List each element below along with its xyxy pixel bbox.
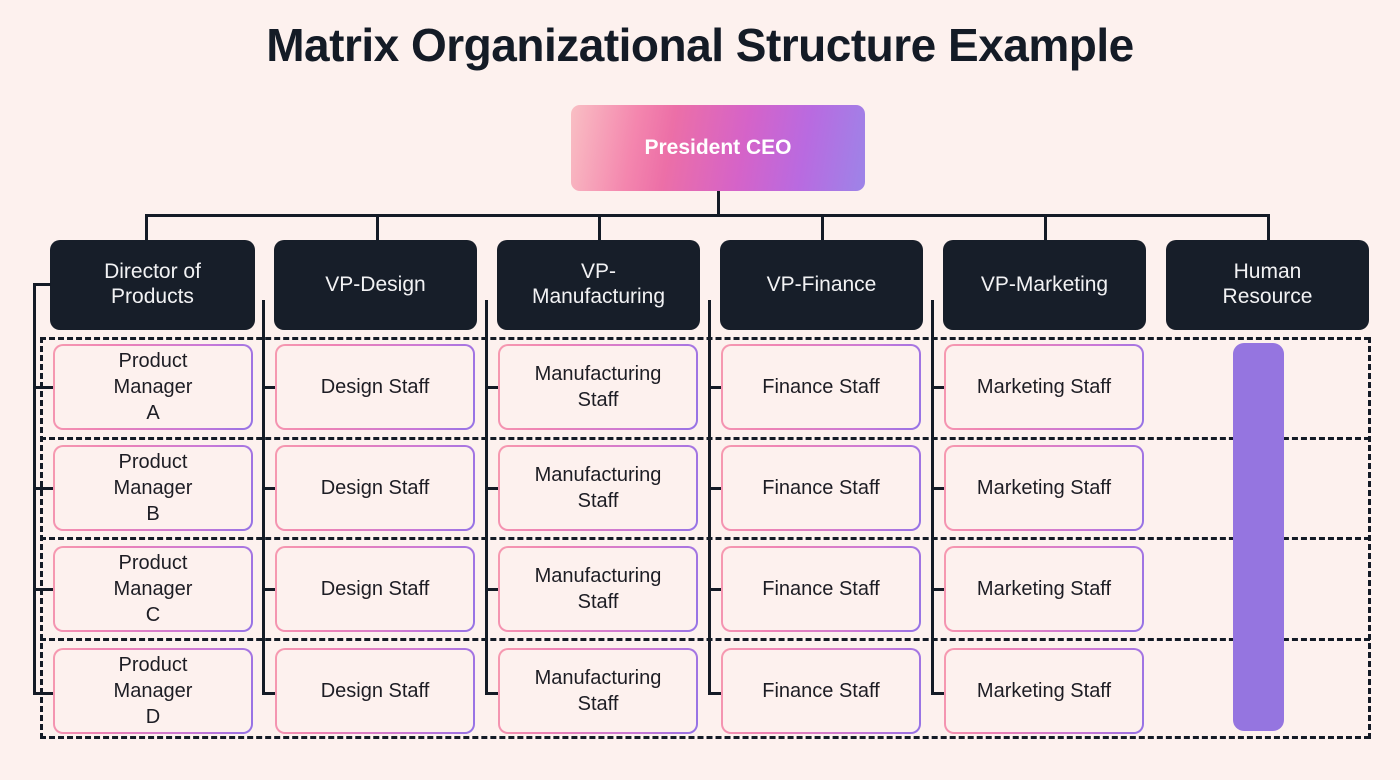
node-vp-marketing-label: VP-Marketing bbox=[980, 272, 1109, 296]
trunk-col-4 bbox=[708, 300, 711, 695]
cell-r4-c1-label: Product Manager D bbox=[55, 650, 251, 732]
connector-drop-2 bbox=[376, 214, 379, 242]
cell-r3-c3-label: Manufacturing Staff bbox=[500, 548, 696, 630]
cell-r3-c4-label: Finance Staff bbox=[723, 548, 919, 630]
stub-col-5-row-3 bbox=[931, 588, 949, 591]
connector-drop-1 bbox=[145, 214, 148, 242]
cell-r4-c1[interactable]: Product Manager D bbox=[53, 648, 253, 734]
trunk-col-2 bbox=[262, 300, 265, 695]
matrix-gridline-h-0 bbox=[40, 337, 1370, 340]
trunk-col-5 bbox=[931, 300, 934, 695]
human-resource-span-bar bbox=[1233, 343, 1284, 731]
node-vp-design[interactable]: VP-Design bbox=[274, 240, 477, 330]
cell-r3-c5[interactable]: Marketing Staff bbox=[944, 546, 1144, 632]
cell-r4-c4[interactable]: Finance Staff bbox=[721, 648, 921, 734]
cell-r1-c5[interactable]: Marketing Staff bbox=[944, 344, 1144, 430]
stub-col-4-row-3 bbox=[708, 588, 726, 591]
cell-r4-c3[interactable]: Manufacturing Staff bbox=[498, 648, 698, 734]
cell-r2-c4-label: Finance Staff bbox=[723, 447, 919, 529]
cell-r1-c2[interactable]: Design Staff bbox=[275, 344, 475, 430]
stub-col-1-row-3 bbox=[33, 588, 55, 591]
stub-col-1-row-1 bbox=[33, 386, 55, 389]
stub-col-5-row-1 bbox=[931, 386, 949, 389]
matrix-gridline-v-right bbox=[1368, 337, 1371, 739]
cell-r3-c2-label: Design Staff bbox=[277, 548, 473, 630]
connector-drop-3 bbox=[598, 214, 601, 242]
cell-r2-c1-label: Product Manager B bbox=[55, 447, 251, 529]
cell-r2-c5-label: Marketing Staff bbox=[946, 447, 1142, 529]
cell-r2-c5[interactable]: Marketing Staff bbox=[944, 445, 1144, 531]
stub-col-5-row-4 bbox=[931, 692, 949, 695]
cell-r4-c3-label: Manufacturing Staff bbox=[500, 650, 696, 732]
stub-col-3-row-3 bbox=[485, 588, 503, 591]
cell-r4-c5-label: Marketing Staff bbox=[946, 650, 1142, 732]
connector-department-bus bbox=[145, 214, 1270, 217]
cell-r2-c4[interactable]: Finance Staff bbox=[721, 445, 921, 531]
stub-col-3-row-1 bbox=[485, 386, 503, 389]
cell-r3-c4[interactable]: Finance Staff bbox=[721, 546, 921, 632]
cell-r1-c1-label: Product Manager A bbox=[55, 346, 251, 428]
stub-col-3-row-2 bbox=[485, 487, 503, 490]
node-president-ceo-label: President CEO bbox=[644, 136, 792, 159]
cell-r1-c1[interactable]: Product Manager A bbox=[53, 344, 253, 430]
cell-r1-c2-label: Design Staff bbox=[277, 346, 473, 428]
node-vp-manufacturing-label: VP- Manufacturing bbox=[531, 260, 666, 308]
stub-col-4-row-2 bbox=[708, 487, 726, 490]
node-vp-design-label: VP-Design bbox=[325, 272, 426, 296]
stub-col-2-row-4 bbox=[262, 692, 280, 695]
node-human-resource[interactable]: Human Resource bbox=[1166, 240, 1369, 330]
node-vp-finance[interactable]: VP-Finance bbox=[720, 240, 923, 330]
stub-col-4-row-4 bbox=[708, 692, 726, 695]
cell-r1-c4-label: Finance Staff bbox=[723, 346, 919, 428]
cell-r1-c3-label: Manufacturing Staff bbox=[500, 346, 696, 428]
matrix-gridline-h-1 bbox=[40, 437, 1370, 440]
matrix-gridline-h-3 bbox=[40, 638, 1370, 641]
connector-drop-5 bbox=[1044, 214, 1047, 242]
stub-col-3-row-4 bbox=[485, 692, 503, 695]
cell-r4-c2-label: Design Staff bbox=[277, 650, 473, 732]
cell-r2-c2-label: Design Staff bbox=[277, 447, 473, 529]
matrix-gridline-h-4 bbox=[40, 736, 1370, 739]
cell-r1-c3[interactable]: Manufacturing Staff bbox=[498, 344, 698, 430]
matrix-gridline-h-2 bbox=[40, 537, 1370, 540]
stub-col-4-row-1 bbox=[708, 386, 726, 389]
connector-ceo-stem bbox=[717, 191, 720, 216]
node-director-of-products-label: Director of Products bbox=[104, 260, 201, 308]
stub-col-1-row-2 bbox=[33, 487, 55, 490]
stub-col-2-row-3 bbox=[262, 588, 280, 591]
node-vp-manufacturing[interactable]: VP- Manufacturing bbox=[497, 240, 700, 330]
cell-r1-c4[interactable]: Finance Staff bbox=[721, 344, 921, 430]
page-title: Matrix Organizational Structure Example bbox=[266, 19, 1134, 71]
node-director-of-products[interactable]: Director of Products bbox=[50, 240, 255, 330]
cell-r2-c2[interactable]: Design Staff bbox=[275, 445, 475, 531]
node-president-ceo[interactable]: President CEO bbox=[571, 105, 865, 191]
cell-r2-c3-label: Manufacturing Staff bbox=[500, 447, 696, 529]
trunk-col-3 bbox=[485, 300, 488, 695]
cell-r3-c3[interactable]: Manufacturing Staff bbox=[498, 546, 698, 632]
node-vp-marketing[interactable]: VP-Marketing bbox=[943, 240, 1146, 330]
cell-r4-c4-label: Finance Staff bbox=[723, 650, 919, 732]
cell-r4-c2[interactable]: Design Staff bbox=[275, 648, 475, 734]
connector-drop-4 bbox=[821, 214, 824, 242]
cell-r3-c1-label: Product Manager C bbox=[55, 548, 251, 630]
cell-r3-c2[interactable]: Design Staff bbox=[275, 546, 475, 632]
stub-col-2-row-2 bbox=[262, 487, 280, 490]
cell-r2-c1[interactable]: Product Manager B bbox=[53, 445, 253, 531]
trunk-col-1-top bbox=[33, 283, 51, 286]
stub-col-2-row-1 bbox=[262, 386, 280, 389]
stub-col-5-row-2 bbox=[931, 487, 949, 490]
cell-r2-c3[interactable]: Manufacturing Staff bbox=[498, 445, 698, 531]
cell-r4-c5[interactable]: Marketing Staff bbox=[944, 648, 1144, 734]
connector-drop-6 bbox=[1267, 214, 1270, 242]
cell-r3-c1[interactable]: Product Manager C bbox=[53, 546, 253, 632]
node-human-resource-label: Human Resource bbox=[1222, 260, 1313, 308]
stub-col-1-row-4 bbox=[33, 692, 55, 695]
cell-r1-c5-label: Marketing Staff bbox=[946, 346, 1142, 428]
node-vp-finance-label: VP-Finance bbox=[766, 272, 877, 296]
cell-r3-c5-label: Marketing Staff bbox=[946, 548, 1142, 630]
matrix-gridline-v-left bbox=[40, 337, 43, 739]
